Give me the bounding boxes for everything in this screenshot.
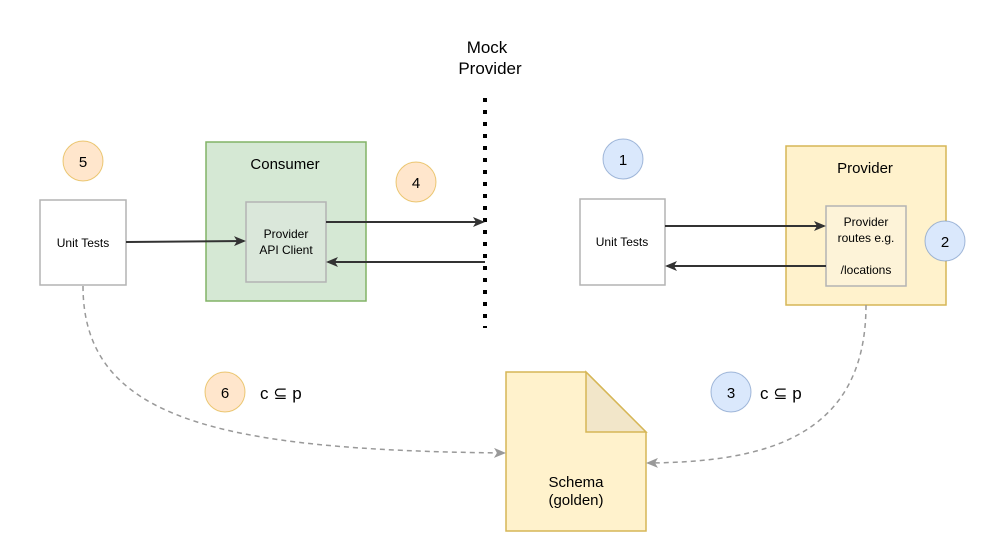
schema-label-line1: Schema [548, 474, 604, 491]
arrow-unit-tests-to-client [125, 236, 246, 247]
provider-routes-line2: routes e.g. [838, 231, 895, 245]
mock-provider-label-line2: Provider [458, 59, 522, 78]
subset-label-left: c ⊆ p [260, 384, 302, 403]
subset-label-right: c ⊆ p [760, 384, 802, 403]
badge-2-label: 2 [941, 234, 949, 251]
badge-2 [924, 220, 966, 262]
unit-tests-right-label: Unit Tests [596, 235, 648, 249]
schema-label-line2: (golden) [548, 492, 603, 509]
badge-3 [710, 371, 752, 413]
dashed-arrow-provider-to-schema [646, 304, 867, 468]
mock-provider-label-line1: Mock [467, 38, 508, 57]
badge-1-label: 1 [619, 152, 627, 169]
provider-api-client-line1: Provider [264, 227, 309, 241]
badge-5 [62, 140, 104, 182]
badge-6-label: 6 [221, 385, 229, 402]
unit-tests-left-label: Unit Tests [57, 236, 109, 250]
badge-6 [204, 371, 246, 413]
provider-routes-line1: Provider [844, 215, 889, 229]
provider-title: Provider [837, 160, 893, 177]
unit-tests-right-box[interactable] [579, 198, 666, 286]
badge-4-label: 4 [412, 175, 420, 192]
provider-routes-line3: /locations [841, 263, 892, 277]
consumer-title: Consumer [250, 156, 319, 173]
badge-5-label: 5 [79, 154, 87, 171]
badge-1 [602, 138, 644, 180]
badge-3-label: 3 [727, 385, 735, 402]
provider-api-client-box[interactable] [245, 201, 327, 283]
dashed-arrow-consumer-to-schema [82, 285, 506, 458]
unit-tests-left-box[interactable] [39, 199, 127, 286]
provider-routes-box[interactable] [825, 205, 907, 287]
schema-document-fold [585, 370, 648, 433]
provider-api-client-line2: API Client [259, 243, 313, 257]
badge-4 [395, 161, 437, 203]
